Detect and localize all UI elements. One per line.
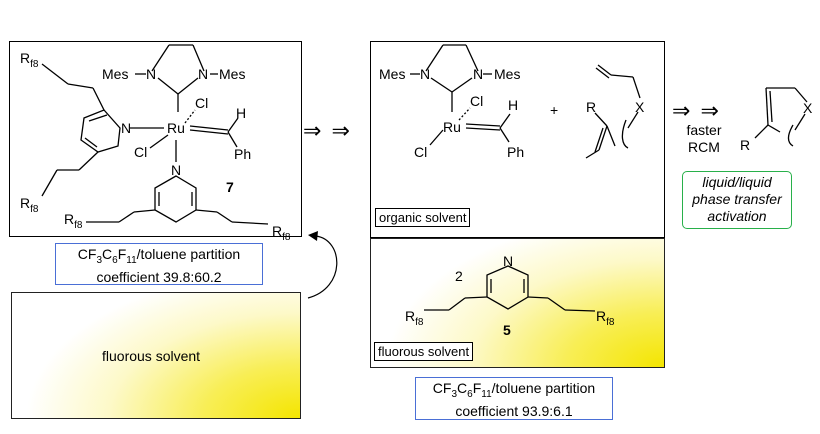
left-fluorous-box: fluorous solvent <box>11 292 301 419</box>
svg-text:Mes: Mes <box>494 66 520 82</box>
svg-text:Cl: Cl <box>414 144 427 160</box>
svg-text:N: N <box>420 66 430 82</box>
product-r: R <box>740 137 750 153</box>
svg-text:Ph: Ph <box>507 144 524 160</box>
svg-text:N: N <box>503 253 513 269</box>
catalyst-panel <box>9 41 302 237</box>
note-line1: liquid/liquid <box>702 174 772 190</box>
svg-text:Ph: Ph <box>234 146 251 162</box>
compound-number: 5 <box>503 322 511 338</box>
transfer-arrow: ⇒ ⇒ <box>303 118 352 143</box>
svg-text:Cl: Cl <box>470 93 483 109</box>
rcm-label-line2: RCM <box>688 139 720 155</box>
count-2: 2 <box>455 268 463 284</box>
substrate-x: X <box>635 99 645 115</box>
left-partition-caption: CF3C6F11/toluene partition coefficient 3… <box>55 243 263 285</box>
svg-text:N: N <box>121 120 131 136</box>
note-line3: activation <box>707 208 767 224</box>
svg-text:H: H <box>508 97 518 113</box>
middle-caption-line1: CF3C6F11/toluene partition <box>432 380 596 400</box>
substrate-r: R <box>586 99 596 115</box>
svg-text:Ru: Ru <box>443 119 461 135</box>
rcm-label: faster RCM <box>680 122 728 156</box>
middle-partition-caption: CF3C6F11/toluene partition coefficient 9… <box>415 377 613 420</box>
mes-right: Mes <box>219 66 245 82</box>
svg-text:Cl: Cl <box>195 95 208 111</box>
catalyst-number: 7 <box>226 179 234 195</box>
svg-text:+: + <box>550 102 558 118</box>
svg-text:Mes: Mes <box>379 66 405 82</box>
svg-text:H: H <box>236 105 246 121</box>
organic-solvent-tag: organic solvent <box>375 208 471 227</box>
ru-atom: Ru <box>167 120 185 136</box>
organic-phase-panel <box>370 41 665 238</box>
rcm-arrow: ⇒ ⇒ <box>672 98 721 123</box>
product-x: X <box>803 100 813 116</box>
middle-fluorous-tag: fluorous solvent <box>374 342 474 361</box>
note-line2: phase transfer <box>692 191 782 207</box>
svg-text:Cl: Cl <box>134 144 147 160</box>
rcm-label-line1: faster <box>686 122 722 138</box>
return-arrow <box>307 231 338 299</box>
left-caption-line1: CF3C6F11/toluene partition <box>77 246 241 266</box>
svg-text:N: N <box>198 66 208 82</box>
svg-text:N: N <box>171 162 181 178</box>
left-caption-line2: coefficient 39.8:60.2 <box>96 268 222 285</box>
svg-text:N: N <box>473 66 483 82</box>
svg-text:N: N <box>146 66 156 82</box>
middle-caption-line2: coefficient 93.9:6.1 <box>455 402 573 419</box>
phase-transfer-note: liquid/liquid phase transfer activation <box>682 171 792 229</box>
left-fluorous-label: fluorous solvent <box>102 348 201 364</box>
mes-left: Mes <box>102 66 128 82</box>
